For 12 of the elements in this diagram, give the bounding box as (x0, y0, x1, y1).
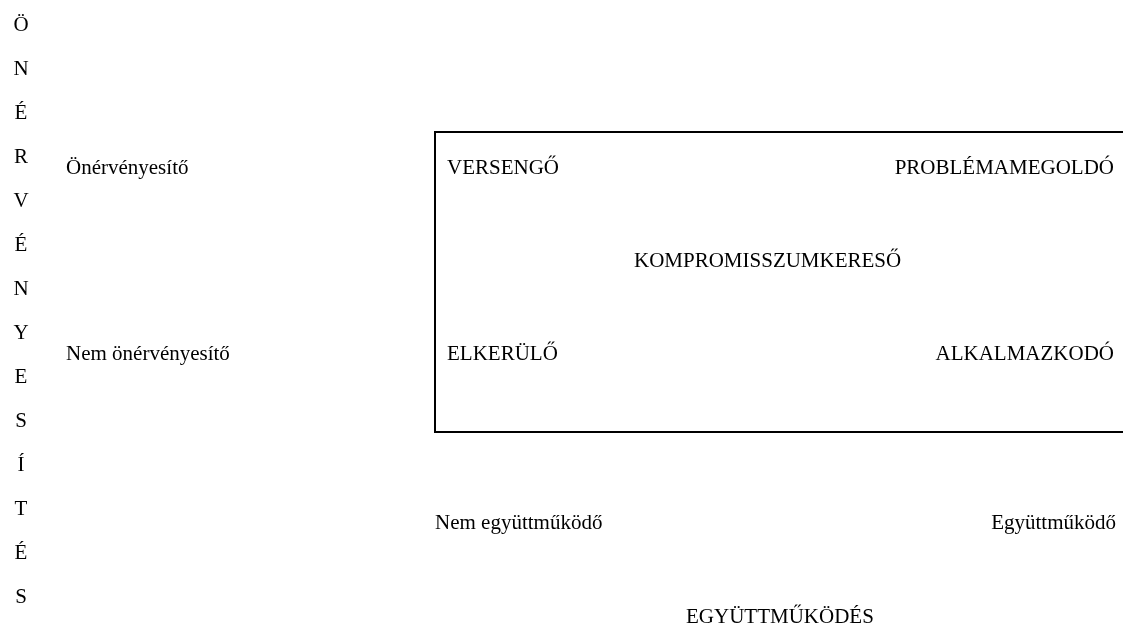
quadrant-label: PROBLÉMAMEGOLDÓ (894, 157, 1114, 178)
axis-label: Együttműködő (991, 512, 1116, 533)
axis-label: Önérvényesítő (66, 157, 189, 178)
quadrant-label: ELKERÜLŐ (447, 343, 558, 364)
center-label: KOMPROMISSZUMKERESŐ (634, 250, 902, 271)
grid-frame (434, 131, 1123, 433)
axis-label: Nem együttműködő (435, 512, 603, 533)
quadrant-label: ALKALMAZKODÓ (935, 343, 1114, 364)
quadrant-label: VERSENGŐ (447, 157, 559, 178)
axis-label: Nem önérvényesítő (66, 343, 230, 364)
vertical-axis-title: ÖNÉRVÉNYESÍTÉS (10, 12, 31, 628)
horizontal-axis-title: EGYÜTTMŰKÖDÉS (686, 606, 874, 627)
